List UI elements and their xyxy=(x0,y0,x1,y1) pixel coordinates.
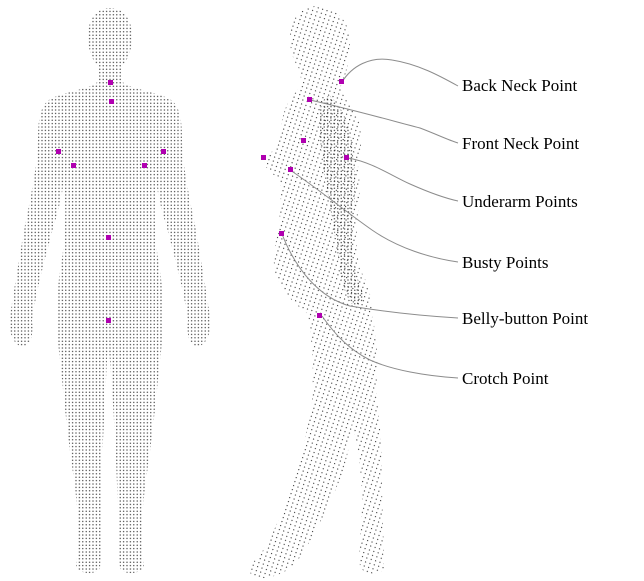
label-back-neck: Back Neck Point xyxy=(462,76,577,95)
label-crotch: Crotch Point xyxy=(462,369,549,388)
side-underarm-back-marker xyxy=(344,155,349,160)
side-belly-button-marker xyxy=(279,231,284,236)
front-crotch-marker xyxy=(106,318,111,323)
side-busty-back-marker xyxy=(288,167,293,172)
front-back-neck-marker xyxy=(108,80,113,85)
side-view-body xyxy=(250,6,384,578)
side-back-neck-marker xyxy=(339,79,344,84)
leader-underarm xyxy=(348,158,458,201)
front-front-neck-marker xyxy=(109,99,114,104)
landmark-labels: Back Neck Point Front Neck Point Underar… xyxy=(462,76,588,388)
label-front-neck: Front Neck Point xyxy=(462,134,579,153)
front-busty-left-marker xyxy=(71,163,76,168)
side-underarm-front-marker xyxy=(301,138,306,143)
leader-back-neck xyxy=(342,59,458,86)
front-view-body xyxy=(9,8,210,573)
side-front-neck-marker xyxy=(307,97,312,102)
front-busty-right-marker xyxy=(142,163,147,168)
label-belly-button: Belly-button Point xyxy=(462,309,588,328)
side-busty-front-marker xyxy=(261,155,266,160)
front-underarm-left-marker xyxy=(56,149,61,154)
side-crotch-marker xyxy=(317,313,322,318)
label-busty: Busty Points xyxy=(462,253,548,272)
front-belly-button-marker xyxy=(106,235,111,240)
front-underarm-right-marker xyxy=(161,149,166,154)
label-underarm: Underarm Points xyxy=(462,192,578,211)
